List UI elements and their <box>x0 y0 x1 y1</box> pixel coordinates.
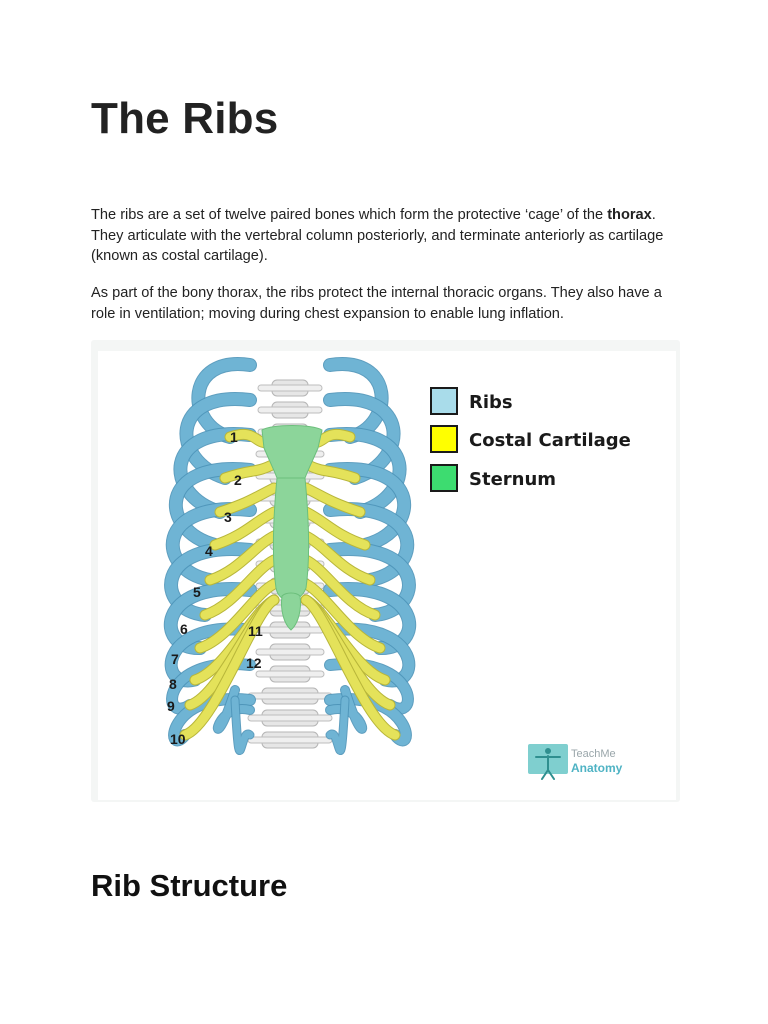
vertebra-process <box>248 693 332 699</box>
vertebra-process <box>256 649 324 655</box>
watermark-line-1: TeachMe <box>571 748 616 760</box>
rib-number-12: 12 <box>246 655 262 671</box>
rib-number-10: 10 <box>170 731 186 747</box>
section-title-rib-structure: Rib Structure <box>91 868 287 904</box>
vertebra-process <box>248 715 332 721</box>
rib-number-11: 11 <box>248 623 263 639</box>
rib-number-4: 4 <box>205 543 213 559</box>
legend-swatch-sternum <box>431 465 457 491</box>
legend-label-costal-cartilage: Costal Cartilage <box>469 430 631 451</box>
vertebra-process <box>258 385 322 391</box>
legend-label-ribs: Ribs <box>469 392 513 413</box>
vertebra-process <box>248 737 332 743</box>
vertebra-process <box>256 671 324 677</box>
legend-label-sternum: Sternum <box>469 469 556 490</box>
sternum-body <box>273 478 308 600</box>
watermark-line-2: Anatomy <box>571 761 623 775</box>
legend: Ribs Costal Cartilage Sternum <box>431 388 631 491</box>
legend-swatch-costal-cartilage <box>431 426 457 452</box>
rib-number-6: 6 <box>180 621 188 637</box>
rib-number-9: 9 <box>167 698 175 714</box>
rib-number-1: 1 <box>230 429 238 445</box>
teachme-anatomy-watermark: TeachMe Anatomy <box>528 744 623 779</box>
rib-number-8: 8 <box>169 676 177 692</box>
legend-swatch-ribs <box>431 388 457 414</box>
rib-number-7: 7 <box>171 651 179 667</box>
vertebra-process <box>258 407 322 413</box>
rib-number-5: 5 <box>193 584 201 600</box>
rib-number-2: 2 <box>234 472 242 488</box>
rib-number-3: 3 <box>224 509 232 525</box>
